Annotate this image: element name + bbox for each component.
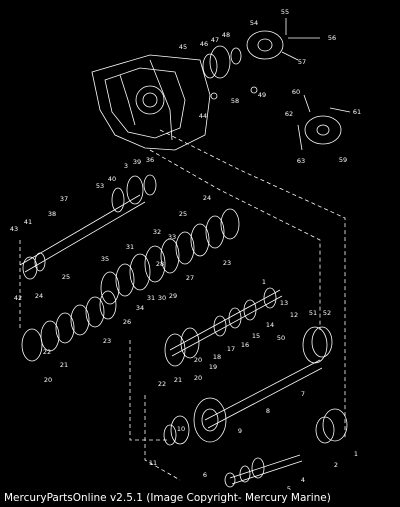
clutch-pack-upper — [100, 208, 240, 305]
callout-number: 22 — [43, 348, 51, 356]
callout-number: 10 — [177, 425, 185, 433]
callout-number: 23 — [223, 259, 231, 267]
callout-number: 5 — [287, 485, 291, 490]
callout-number: 55 — [281, 8, 289, 16]
callout-number: 14 — [266, 321, 274, 329]
callout-number: 2 — [334, 461, 338, 469]
callout-number: 50 — [277, 334, 285, 342]
callout-number: 20 — [44, 376, 52, 384]
callout-number: 25 — [62, 273, 70, 281]
callout-number: 42 — [14, 294, 22, 302]
callout-number: 17 — [227, 345, 235, 353]
callout-number: 59 — [339, 156, 347, 164]
callout-number: 53 — [96, 182, 104, 190]
callout-number: 26 — [123, 318, 131, 326]
callout-number: 6 — [203, 471, 207, 479]
callout-number: 13 — [280, 299, 288, 307]
callout-number: 1 — [262, 278, 266, 286]
callout-number: 23 — [103, 337, 111, 345]
callout-number: 49 — [258, 91, 266, 99]
callout-number: 39 — [133, 158, 141, 166]
callout-number: 8 — [266, 407, 270, 415]
callout-number: 63 — [297, 157, 305, 165]
callout-number: 20 — [194, 356, 202, 364]
callout-number: 56 — [328, 34, 336, 42]
callout-number: 37 — [60, 195, 68, 203]
output-shaft-upper — [164, 287, 333, 367]
callout-number: 29 — [169, 292, 177, 300]
callout-number: 11 — [149, 459, 157, 467]
callout-number: 40 — [108, 175, 116, 183]
callout-number: 60 — [292, 88, 300, 96]
callout-number: 61 — [353, 108, 361, 116]
callout-number: 45 — [179, 43, 187, 51]
callout-number: 24 — [35, 292, 43, 300]
callout-number: 30 — [158, 294, 166, 302]
callout-number: 33 — [168, 233, 176, 241]
callout-number: 27 — [186, 274, 194, 282]
callout-number: 44 — [199, 112, 207, 120]
callout-number: 12 — [290, 311, 298, 319]
callout-number: 19 — [209, 363, 217, 371]
callout-number: 35 — [101, 255, 109, 263]
exploded-parts-diagram: 5554565745464748584944606162596333936534… — [10, 8, 361, 490]
callout-number: 62 — [285, 110, 293, 118]
callout-number: 28 — [156, 260, 164, 268]
callout-number: 31 — [147, 294, 155, 302]
callout-number: 25 — [179, 210, 187, 218]
callout-number: 7 — [301, 390, 305, 398]
callout-number: 18 — [213, 353, 221, 361]
callout-number: 16 — [241, 341, 249, 349]
callout-number: 47 — [211, 36, 219, 44]
callout-number: 21 — [174, 376, 182, 384]
transmission-housing — [91, 54, 211, 151]
alignment-lines — [19, 129, 346, 481]
output-shaft-lower — [163, 359, 348, 488]
callout-number: 24 — [203, 194, 211, 202]
callout-number: 22 — [158, 380, 166, 388]
callout-number: 4 — [301, 476, 305, 484]
callout-number: 51 — [309, 309, 317, 317]
callout-number: 34 — [136, 304, 144, 312]
callout-number: 43 — [10, 225, 18, 233]
image-caption: MercuryPartsOnline v2.5.1 (Image Copyrig… — [4, 492, 331, 504]
flange-assembly — [202, 18, 320, 100]
callout-number: 52 — [323, 309, 331, 317]
callout-number: 58 — [231, 97, 239, 105]
callout-number: 36 — [146, 156, 154, 164]
callout-number: 57 — [298, 58, 306, 66]
clutch-pack-lower — [21, 290, 117, 362]
cover-plate — [297, 94, 351, 151]
callout-number: 38 — [48, 210, 56, 218]
callout-number: 32 — [153, 228, 161, 236]
input-shaft — [19, 174, 157, 280]
callout-number: 21 — [60, 361, 68, 369]
callout-number: 54 — [250, 19, 258, 27]
callout-number: 3 — [124, 162, 128, 170]
callout-number: 15 — [252, 332, 260, 340]
callout-number: 48 — [222, 31, 230, 39]
callout-number: 31 — [126, 243, 134, 251]
callout-number: 46 — [200, 40, 208, 48]
callout-number: 1 — [354, 450, 358, 458]
callout-number: 20 — [194, 374, 202, 382]
callout-number: 41 — [24, 218, 32, 226]
callout-number: 9 — [238, 427, 242, 435]
